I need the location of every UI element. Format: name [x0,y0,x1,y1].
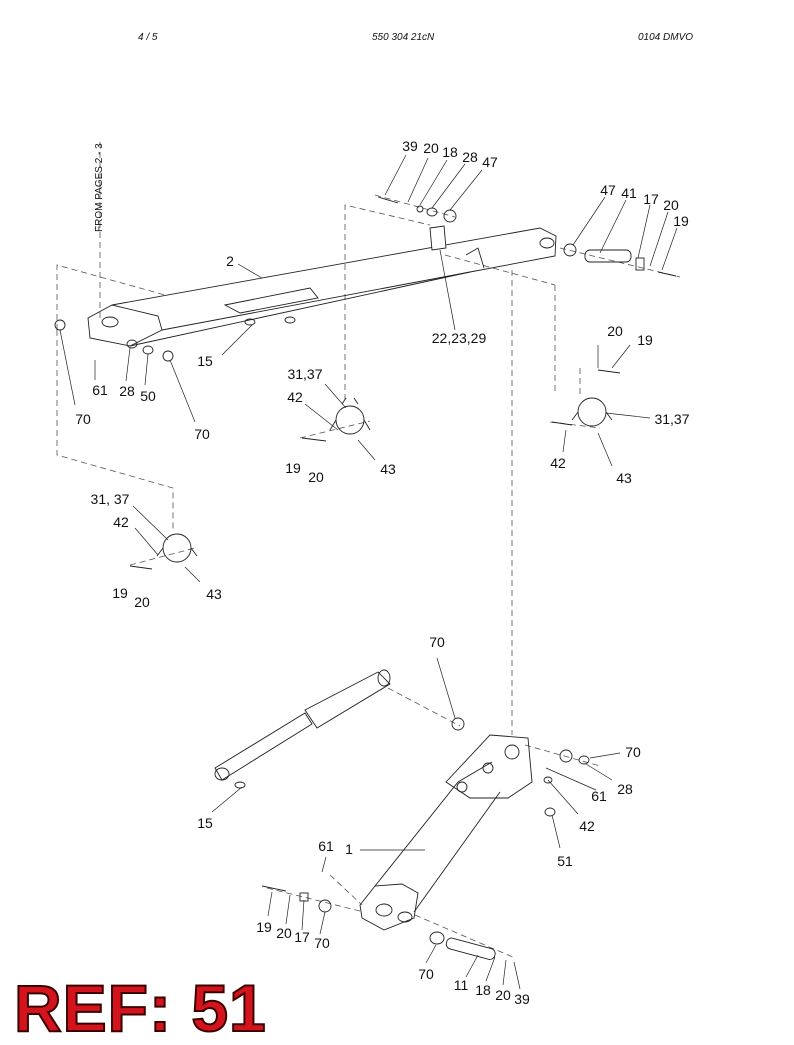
callout-label: 17 [643,191,659,207]
callout-label: 20 [495,987,511,1003]
reference-stamp: REF: 51 [13,971,267,1045]
callout-label: 41 [621,185,637,201]
callout-label: 22,23,29 [432,330,487,346]
callout-label: 20 [134,594,150,610]
dashed-guides [56,142,681,959]
callout-label: 1 [345,841,353,857]
callout-label: 42 [113,514,129,530]
callout-label: 28 [617,781,633,797]
callout-label: 28 [119,383,135,399]
page-number: 4 / 5 [138,32,158,43]
callout-label: 31,37 [654,411,689,427]
clamp-left [156,533,198,563]
callout-label: 18 [442,144,458,160]
callout-label: 28 [462,149,478,165]
callout-label: 42 [287,389,303,405]
callout-label: 20 [607,323,623,339]
upper-boom [87,225,557,347]
callout-label: 70 [194,426,210,442]
callout-label: 70 [75,411,91,427]
callout-label: 31,37 [287,366,322,382]
clamp-center [329,397,371,435]
callout-label: 18 [475,982,491,998]
callout-label: 20 [308,469,324,485]
callout-label: 20 [663,197,679,213]
callout-label: 61 [318,838,334,854]
callout-label: 47 [600,182,616,198]
clamp-right [571,397,613,427]
callout-label: 19 [256,919,272,935]
callout-label: 61 [591,788,607,804]
hydraulic-cylinder [214,669,391,781]
callout-label: 43 [380,461,396,477]
callout-label: 20 [423,140,439,156]
part-number: 550 304 21cN [372,32,435,43]
callout-label: 39 [402,138,418,154]
callout-label: 19 [285,460,301,476]
callout-label: 19 [637,332,653,348]
from-pages-note: FROM PAGES 2 - 3 [94,143,105,232]
callout-label: 31, 37 [91,491,130,507]
callout-label: 15 [197,815,213,831]
callout-label: 39 [514,991,530,1007]
callout-label: 70 [625,744,641,760]
callout-label: 17 [294,929,310,945]
callout-label: 11 [454,977,469,993]
callout-label: 43 [616,470,632,486]
callout-label: 15 [197,353,213,369]
callout-label: 2 [226,253,234,269]
small-hardware [54,196,677,960]
document-code: 0104 DMVO [638,32,694,43]
callout-label: 51 [557,853,573,869]
callout-label: 47 [482,154,498,170]
callout-label: 61 [92,382,108,398]
callout-label: 70 [314,935,330,951]
callout-label: 70 [429,634,445,650]
callout-label: 19 [673,213,689,229]
callout-label: 42 [579,818,595,834]
callout-label: 42 [550,455,566,471]
callout-label: 70 [418,966,434,982]
leader-lines [59,154,678,990]
callout-label: 20 [276,925,292,941]
callout-label: 19 [112,585,128,601]
lower-boom [359,734,533,931]
callout-label: 43 [206,586,222,602]
callout-label: 50 [140,388,156,404]
